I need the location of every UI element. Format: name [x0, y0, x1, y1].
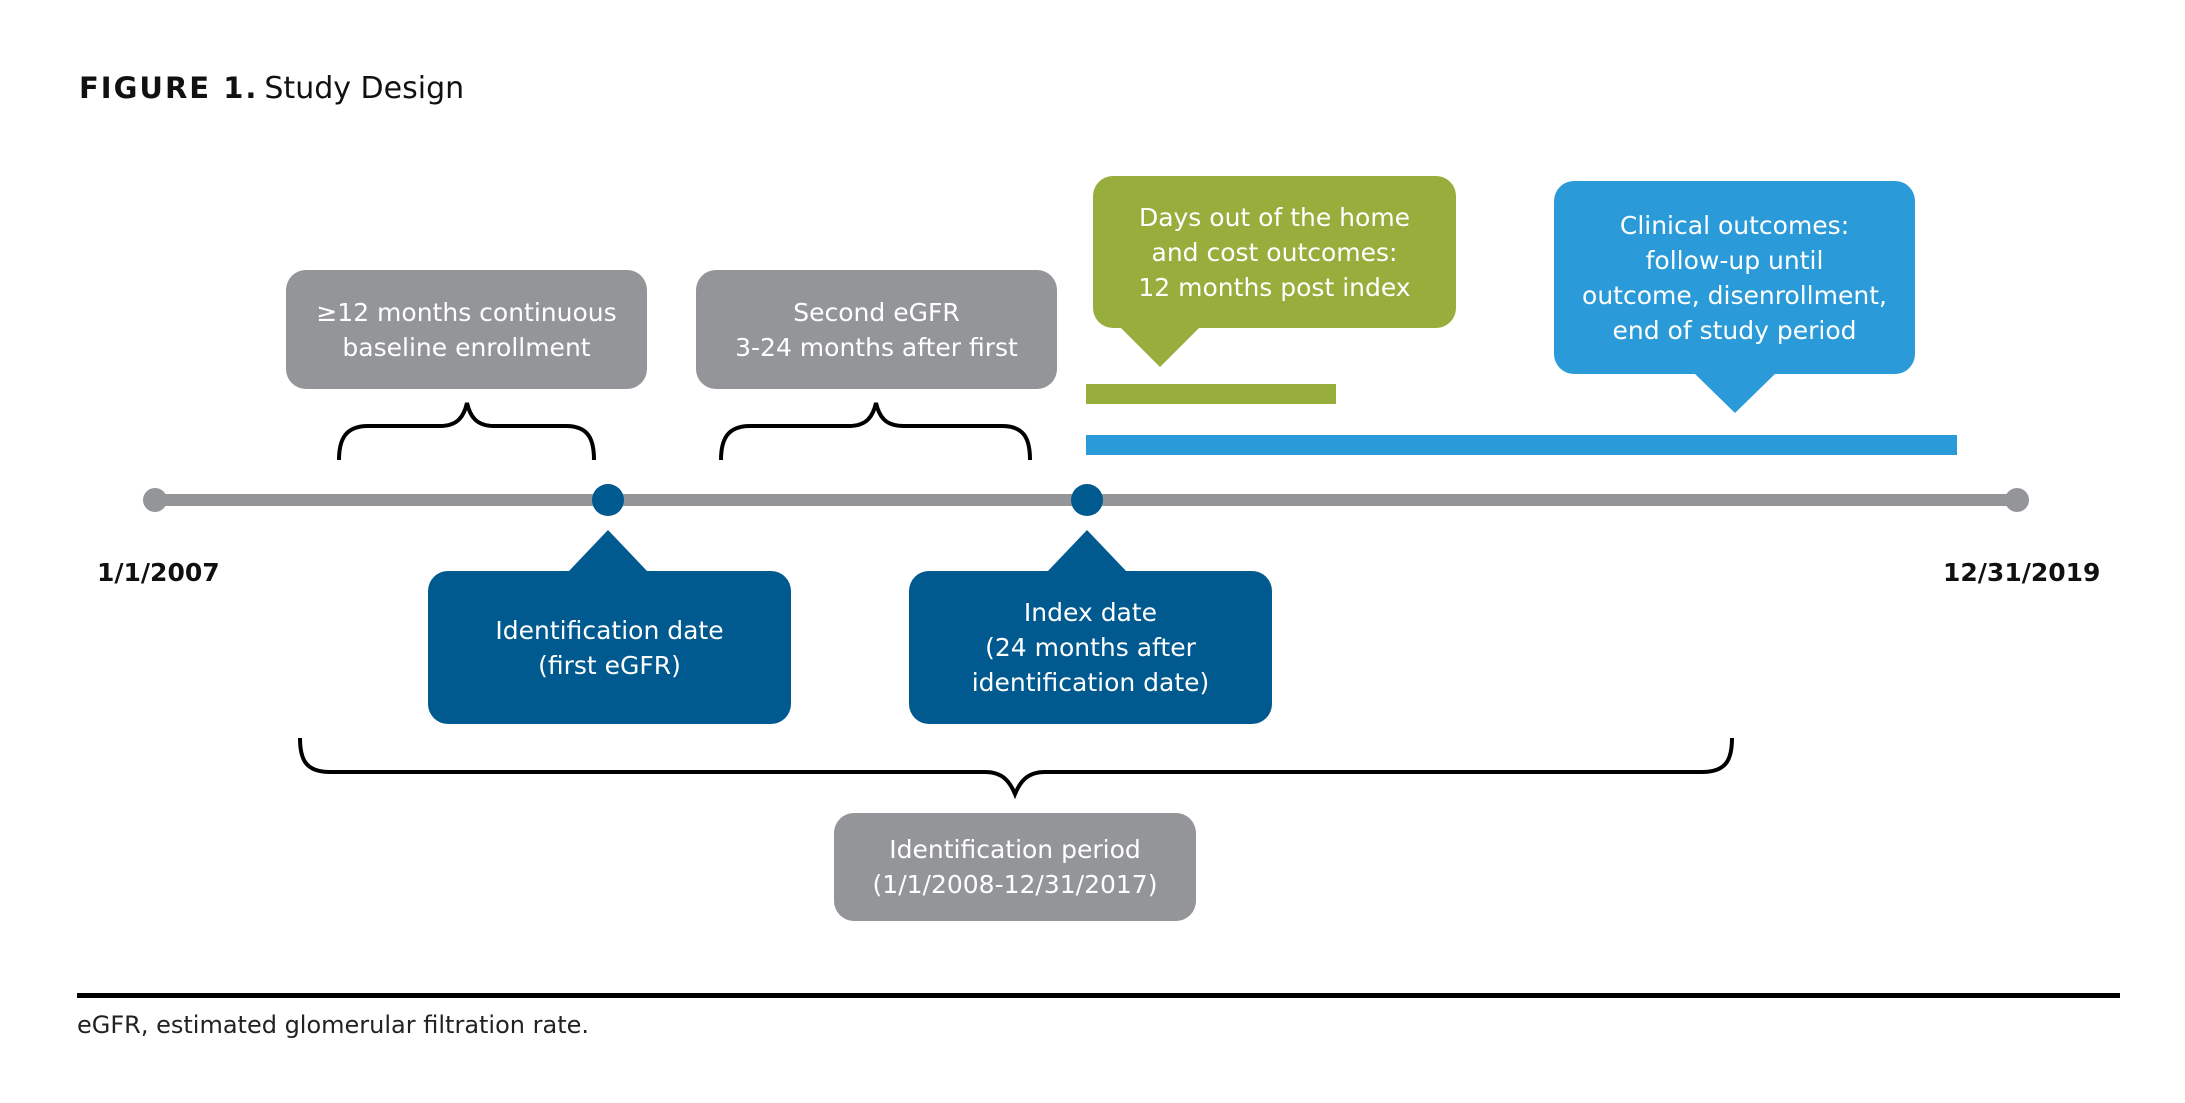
identification-period-line-1: Identification period	[889, 835, 1141, 864]
index-date-marker	[1071, 484, 1103, 516]
footnote-divider	[77, 993, 2120, 998]
identification-period-line-2: (1/1/2008-12/31/2017)	[872, 870, 1158, 899]
identification-period-brace	[298, 737, 1734, 800]
clinical-outcomes-box: Clinical outcomes: follow-up until outco…	[1554, 181, 1915, 374]
figure-label: FIGURE 1.	[79, 71, 259, 105]
index-date-pointer	[1047, 530, 1127, 572]
cost-outcomes-line-2: and cost outcomes:	[1151, 237, 1398, 267]
identification-date-marker	[592, 484, 624, 516]
second-egfr-box: Second eGFR 3-24 months after first	[696, 270, 1057, 389]
cost-outcomes-box: Days out of the home and cost outcomes: …	[1093, 176, 1456, 328]
timeline-end-dot	[2005, 488, 2029, 512]
clinical-outcomes-bar	[1086, 435, 1957, 455]
cost-outcomes-bar	[1086, 384, 1336, 404]
second-egfr-line-2: 3-24 months after first	[735, 332, 1018, 362]
second-egfr-line-1: Second eGFR	[793, 297, 960, 327]
cost-outcomes-pointer	[1118, 325, 1202, 367]
footnote: eGFR, estimated glomerular filtration ra…	[77, 1011, 590, 1039]
clinical-outcomes-line-3: outcome, disenrollment,	[1582, 280, 1887, 310]
index-date-line-2: (24 months after	[985, 633, 1196, 662]
identification-date-pointer	[568, 530, 648, 572]
clinical-outcomes-line-2: follow-up until	[1645, 245, 1824, 275]
baseline-enrollment-box: ≥12 months continuous baseline enrollmen…	[286, 270, 647, 389]
baseline-brace	[337, 402, 596, 461]
index-date-line-3: identification date)	[971, 668, 1210, 697]
start-date-label: 1/1/2007	[97, 558, 220, 587]
clinical-outcomes-pointer	[1693, 372, 1777, 413]
identification-date-line-2: (first eGFR)	[538, 650, 681, 680]
timeline-start-dot	[143, 488, 167, 512]
index-date-box: Index date (24 months after identificati…	[909, 571, 1272, 724]
clinical-outcomes-line-1: Clinical outcomes:	[1619, 210, 1850, 240]
identification-date-line-1: Identification date	[495, 615, 724, 645]
baseline-line-2: baseline enrollment	[342, 332, 591, 362]
index-date-line-1: Index date	[1023, 598, 1158, 627]
second-egfr-brace	[719, 402, 1032, 461]
cost-outcomes-line-1: Days out of the home	[1138, 202, 1411, 232]
figure-name: Study Design	[264, 71, 465, 106]
clinical-outcomes-line-4: end of study period	[1612, 315, 1857, 345]
baseline-line-1: ≥12 months continuous	[316, 297, 617, 327]
identification-period-box: Identification period (1/1/2008-12/31/20…	[834, 813, 1196, 921]
end-date-label: 12/31/2019	[1943, 558, 2101, 587]
identification-date-box: Identification date (first eGFR)	[428, 571, 791, 724]
figure-title: FIGURE 1.Study Design	[79, 68, 464, 106]
cost-outcomes-line-3: 12 months post index	[1138, 272, 1411, 302]
